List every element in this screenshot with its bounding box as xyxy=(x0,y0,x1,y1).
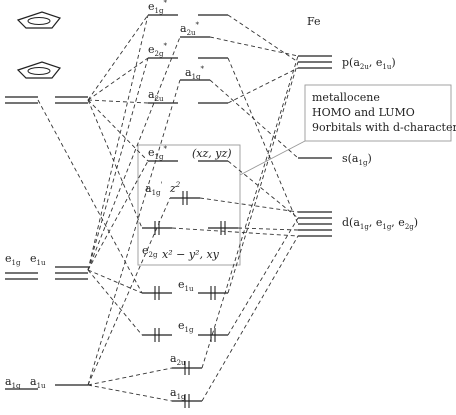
mo-label-a1g-low: a1g xyxy=(170,386,186,401)
mo-label-a2u-star: a2u* xyxy=(180,21,200,37)
d-character-box xyxy=(137,144,241,266)
ligand-label-a1u: a1u xyxy=(30,375,46,390)
mo-label-e2g-star: e2g* xyxy=(148,42,167,58)
cp-ring-icon xyxy=(16,61,62,79)
metal-levels xyxy=(298,55,332,237)
cp-ring-icon xyxy=(16,11,62,29)
ligand-label-a1g: a1g xyxy=(5,375,21,390)
ligand-label-e1g: e1g xyxy=(5,252,21,267)
metal-orbital-s: s(a1g) xyxy=(342,152,372,167)
annotation-line-3: 9orbitals with d-character xyxy=(312,121,456,134)
metal-orbital-p: p(a2u, e1u) xyxy=(342,56,396,71)
metal-element: Fe xyxy=(307,15,321,28)
annotation-box xyxy=(304,84,452,142)
annotation-line-1: metallocene xyxy=(312,91,380,104)
mo-label-a1g-star: a1g* xyxy=(185,65,205,81)
annotation-line-2: HOMO and LUMO xyxy=(312,106,415,119)
label-z2: z2 xyxy=(169,181,181,195)
mo-label-e1g: e1g xyxy=(178,319,194,334)
ligand-levels xyxy=(5,96,88,390)
label-x2-y2-xy: x² − y², xy xyxy=(162,248,220,261)
mo-label-a2u: a2u xyxy=(148,88,164,103)
mo-levels xyxy=(142,14,238,402)
electron-pairs xyxy=(154,191,226,408)
metal-orbital-d: d(a1g, e1g, e2g) xyxy=(342,216,418,231)
mo-label-e1u: e1u xyxy=(178,278,194,293)
mo-label-e1g-star-box: e1g* xyxy=(148,145,167,161)
annotation-pointer xyxy=(239,140,306,176)
mo-label-e1g-star: e1g* xyxy=(148,0,167,15)
correlation-lines xyxy=(37,14,299,402)
mo-label-a2u-low: a2u xyxy=(170,352,186,367)
mo-label-a1g-box: a1g' xyxy=(145,181,163,197)
label-xz-yz: (xz, yz) xyxy=(192,147,232,160)
ligand-label-e1u: e1u xyxy=(30,252,46,267)
